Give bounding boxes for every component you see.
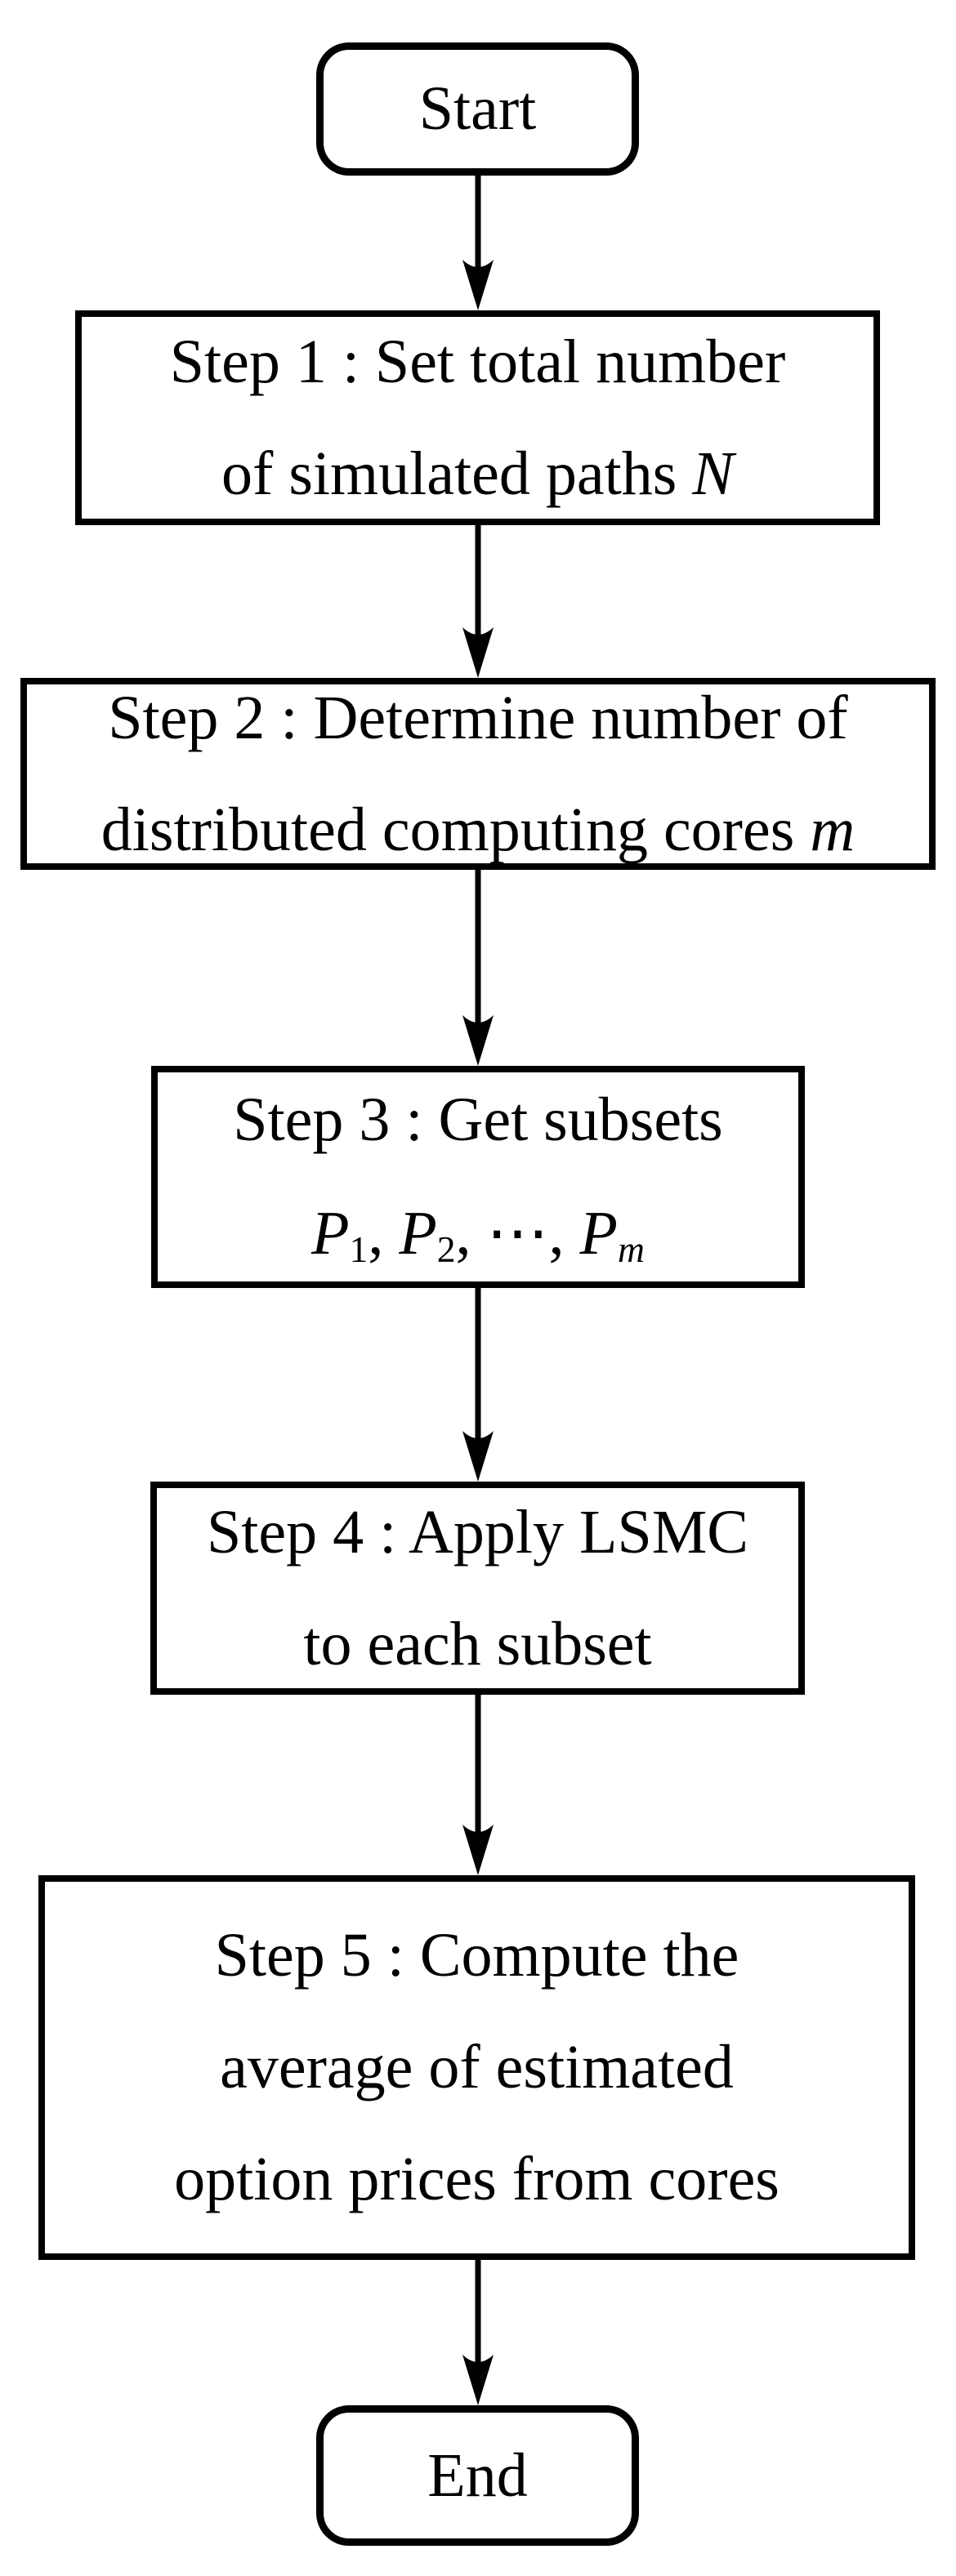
text-segment: , [368, 1199, 400, 1268]
text-segment: Step 1 : Set total number [169, 327, 786, 396]
node-step4: Step 4 : Apply LSMC to each subset [150, 1482, 805, 1695]
node-step5: Step 5 : Compute the average of estimate… [38, 1875, 915, 2260]
text-segment: distributed computing cores [101, 795, 811, 864]
arrow-step4-to-step5-icon [462, 1691, 494, 1875]
node-step3-line2: P1, P2, ⋯, Pm [311, 1176, 645, 1290]
text-segment: m [617, 1228, 645, 1271]
text-segment: 1 [349, 1228, 369, 1271]
node-end: End [316, 2405, 639, 2546]
node-step5-line1: Step 5 : Compute the [215, 1900, 739, 2012]
text-segment: Step 5 : Compute the [214, 1921, 739, 1990]
node-step3: Step 3 : Get subsets P1, P2, ⋯, Pm [151, 1066, 805, 1288]
arrow-step1-to-step2-icon [462, 522, 494, 678]
node-step5-line3: option prices from cores [174, 2124, 780, 2235]
text-segment: Step 3 : Get subsets [233, 1085, 723, 1154]
text-segment: End [427, 2440, 528, 2510]
text-segment: 2 [436, 1228, 456, 1271]
node-step4-line1: Step 4 : Apply LSMC [207, 1477, 748, 1589]
text-segment: Step 4 : Apply LSMC [207, 1497, 748, 1567]
text-segment: P [579, 1199, 618, 1268]
node-step1-line1: Step 1 : Set total number [170, 306, 786, 418]
node-start-label: Start [419, 53, 537, 165]
text-segment: , [455, 1199, 487, 1268]
arrow-start-to-step1-icon [462, 172, 494, 310]
arrow-step5-to-end-icon [462, 2257, 494, 2405]
text-segment: ⋯ [486, 1196, 549, 1268]
node-end-label: End [427, 2420, 527, 2532]
node-step5-line2: average of estimated [220, 2012, 734, 2124]
text-segment: option prices from cores [174, 2145, 780, 2213]
node-step2-line2: distributed computing cores m [101, 774, 855, 886]
text-segment: Step 2 : Determine number of [108, 683, 848, 752]
node-step4-line2: to each subset [303, 1589, 651, 1700]
text-segment: to each subset [303, 1609, 652, 1678]
node-start: Start [316, 42, 639, 176]
node-step3-line1: Step 3 : Get subsets [233, 1064, 723, 1176]
node-step2-line1: Step 2 : Determine number of [108, 662, 847, 774]
text-segment: , [548, 1199, 580, 1268]
node-step1: Step 1 : Set total number of simulated p… [75, 310, 880, 525]
text-segment: of simulated paths [221, 439, 693, 508]
node-step1-line2: of simulated paths N [221, 418, 734, 530]
arrow-step2-to-step3-icon [462, 867, 494, 1066]
text-segment: m [810, 795, 855, 864]
text-segment: P [311, 1199, 350, 1268]
text-segment: P [399, 1199, 437, 1268]
text-segment: Start [418, 74, 537, 143]
node-step2: Step 2 : Determine number of distributed… [20, 678, 936, 870]
arrow-step3-to-step4-icon [462, 1285, 494, 1482]
text-segment: N [692, 439, 734, 508]
text-segment: average of estimated [220, 2033, 734, 2101]
